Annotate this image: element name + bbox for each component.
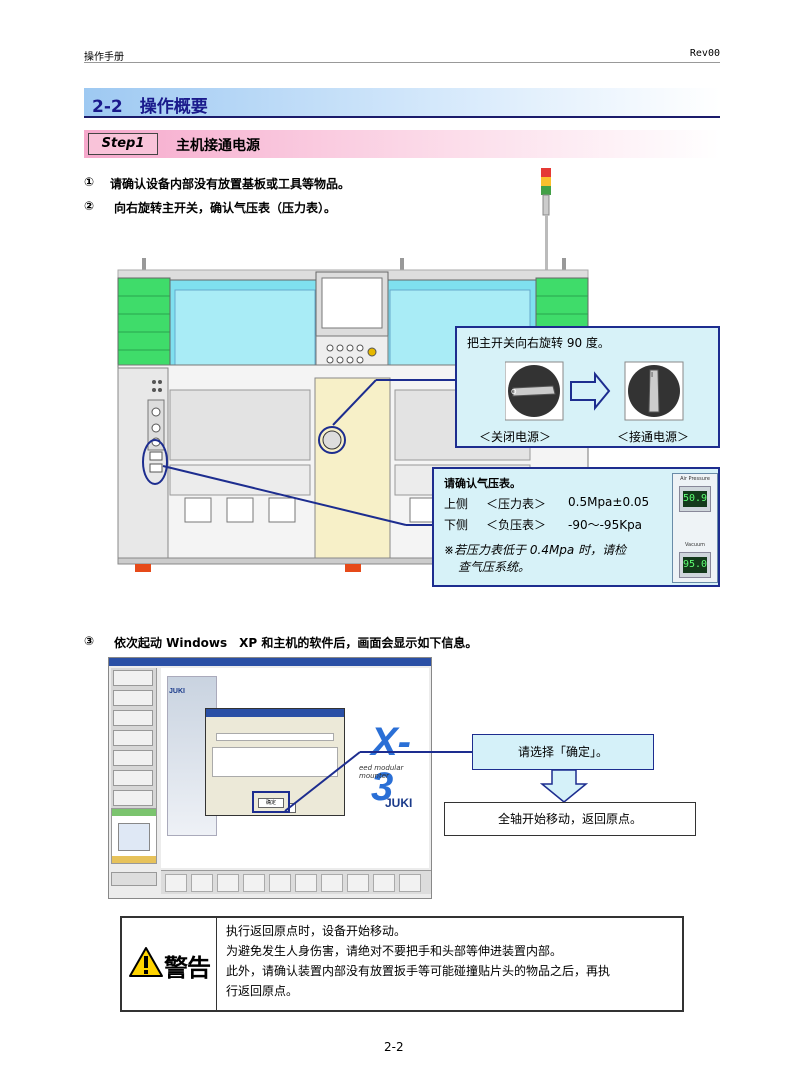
pressure-gauge-panel: Air Pressure 50.9 Vacuum 95.0 xyxy=(672,473,718,583)
instruction-num-3: ③ xyxy=(84,634,95,648)
pressure-row1-value: 0.5Mpa±0.05 xyxy=(568,495,650,509)
header-rule xyxy=(84,62,720,63)
pressure-row2-value: -90～-95Kpa xyxy=(568,518,643,532)
svg-text:I: I xyxy=(651,371,653,379)
warning-box: 警告 执行返回原点时，设备开始移动。 为避免发生人身伤害，请绝对不要把手和头部等… xyxy=(120,916,684,1012)
pressure-row2-side: 下侧 xyxy=(444,518,469,532)
screen-brand: JUKI xyxy=(385,796,413,810)
screen-logo: X-3 xyxy=(371,720,411,809)
gauge-bottom-label: Vacuum xyxy=(684,542,706,548)
section-title: 2-2 操作概要 xyxy=(92,97,208,117)
screen-brand-small: JUKI xyxy=(169,688,185,695)
instruction-text-1: 请确认设备内部没有放置基板或工具等物品。 xyxy=(110,177,351,191)
step-title: 主机接通电源 xyxy=(176,138,260,154)
screen-dialog-ok-highlight: 确定 xyxy=(252,791,290,813)
step-bar xyxy=(84,130,720,158)
switch-callout-text: 把主开关向右旋转 90 度。 xyxy=(467,336,610,350)
pressure-row2-label: ＜负压表＞ xyxy=(486,518,547,532)
result-box: 全轴开始移动，返回原点。 xyxy=(444,802,696,836)
page-number: 2-2 xyxy=(384,1040,404,1054)
gauge-bottom-frame: 95.0 xyxy=(679,552,711,578)
screen-bottom-toolbar xyxy=(161,870,431,894)
screen-titlebar xyxy=(109,658,431,666)
pressure-note-line2: 查气压系统。 xyxy=(458,560,531,574)
pressure-row1-side: 上侧 xyxy=(444,497,469,511)
pressure-row1-label: ＜压力表＞ xyxy=(486,497,547,511)
rotary-switch-graphic: O I xyxy=(505,361,684,421)
down-arrow xyxy=(540,770,588,803)
gauge-top-display: 50.9 xyxy=(683,491,707,507)
document-header-right: Rev00 xyxy=(689,48,720,59)
screen-tagline: eed modular mounter xyxy=(359,764,404,780)
pressure-note-line1: ※若压力表低于 0.4Mpa 时，请检 xyxy=(444,543,627,557)
warning-line-3: 此外，请确认装置内部没有放置扳手等可能碰撞贴片头的物品之后，再执 xyxy=(226,964,611,978)
instruction-num-2: ② xyxy=(84,199,95,213)
gauge-bottom-display: 95.0 xyxy=(683,557,707,573)
screen-machine-map xyxy=(111,808,157,864)
warning-triangle-icon xyxy=(129,947,163,977)
screen-left-toolbar xyxy=(111,668,157,808)
instruction-num-1: ① xyxy=(84,175,95,189)
warning-label: 警告 xyxy=(164,954,211,982)
section-bar xyxy=(84,88,720,118)
warning-line-4: 行返回原点。 xyxy=(226,984,299,998)
software-screenshot: JUKI X-3 eed modular mounter JUKI 取消 确定 xyxy=(108,657,432,899)
gauge-top-frame: 50.9 xyxy=(679,486,711,512)
switch-off-label: ＜关闭电源＞ xyxy=(479,430,552,444)
warning-line-2: 为避免发生人身伤害，请绝对不要把手和头部等伸进装置内部。 xyxy=(226,944,563,958)
switch-callout: 把主开关向右旋转 90 度。 O I ＜关闭电源＞ ＜接通电源＞ xyxy=(455,326,720,448)
step-badge: Step1 xyxy=(88,133,158,155)
warning-line-1: 执行返回原点时，设备开始移动。 xyxy=(226,924,407,938)
pressure-callout: 请确认气压表。 上侧 ＜压力表＞ 0.5Mpa±0.05 下侧 ＜负压表＞ -9… xyxy=(432,467,720,587)
svg-text:O: O xyxy=(511,388,517,396)
instruction-text-2: 向右旋转主开关，确认气压表（压力表）。 xyxy=(114,201,337,215)
document-header-left: 操作手册 xyxy=(84,52,124,63)
screen-dialog-ok-button[interactable]: 确定 xyxy=(258,798,284,808)
switch-on-label: ＜接通电源＞ xyxy=(617,430,690,444)
pressure-callout-title: 请确认气压表。 xyxy=(444,477,521,490)
select-ok-box: 请选择「确定」。 xyxy=(472,734,654,770)
gauge-top-label: Air Pressure xyxy=(680,476,710,482)
instruction-text-3: 依次起动 Windows XP 和主机的软件后，画面会显示如下信息。 xyxy=(114,636,478,650)
